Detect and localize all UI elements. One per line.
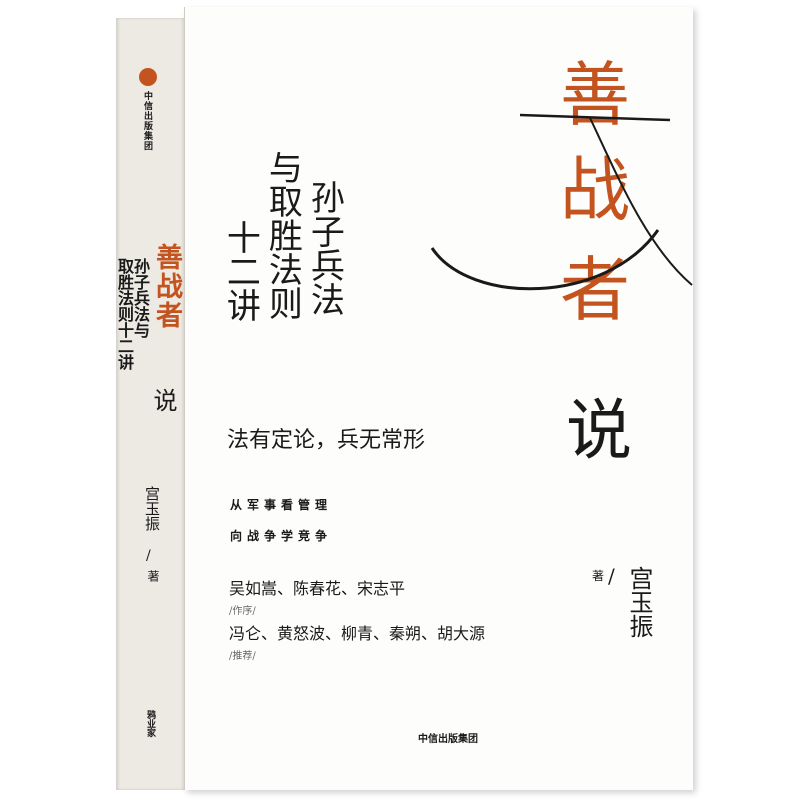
publisher-logo-icon xyxy=(139,68,157,86)
spine-title-suffix: 说 xyxy=(149,388,177,412)
subtitle-col-1: 孙子兵法 xyxy=(304,180,345,316)
author-name: 宫玉振 xyxy=(625,566,653,638)
spine-author-role: 著 xyxy=(146,570,160,582)
spine-subtitle-col2: 取胜法则十二讲 xyxy=(115,258,134,370)
preface-authors: 吴如嵩、陈春花、宋志平 xyxy=(229,579,406,598)
recommenders: 冯仑、黄怒波、柳青、秦朔、胡大源 xyxy=(229,624,486,643)
spine-title: 善战者 xyxy=(151,243,182,330)
spine-slash: / xyxy=(146,548,151,564)
spine-author: 宫玉振 xyxy=(143,486,161,531)
slogan-line-1: 从军事看管理 xyxy=(230,498,333,512)
subtitle-col-2: 与取胜法则 xyxy=(262,150,303,320)
cover-publisher: 中信出版集团 xyxy=(418,734,478,745)
book-spine: 中信出版集团 善战者 孙子兵法与 取胜法则十二讲 说 宫玉振 / 著 鸦业家 xyxy=(115,18,184,790)
main-title-last-char: 说 xyxy=(566,392,632,469)
author-role: 著 xyxy=(592,569,605,583)
main-title-char-2: 战 xyxy=(560,149,630,231)
slogan-line-2: 向战争学竞争 xyxy=(230,529,333,543)
spine-series-mark: 鸦业家 xyxy=(145,710,155,737)
spine-subtitle-col1: 孙子兵法与 xyxy=(131,258,150,338)
brush-stroke-graphic xyxy=(430,113,693,291)
recommend-role: /推荐/ xyxy=(229,651,256,662)
tagline: 法有定论，兵无常形 xyxy=(227,428,426,453)
subtitle-col-3: 十二讲 xyxy=(220,220,261,322)
spine-publisher: 中信出版集团 xyxy=(142,91,152,151)
author-slash: / xyxy=(608,564,615,588)
book-cover xyxy=(184,7,693,790)
preface-role: /作序/ xyxy=(229,606,256,617)
